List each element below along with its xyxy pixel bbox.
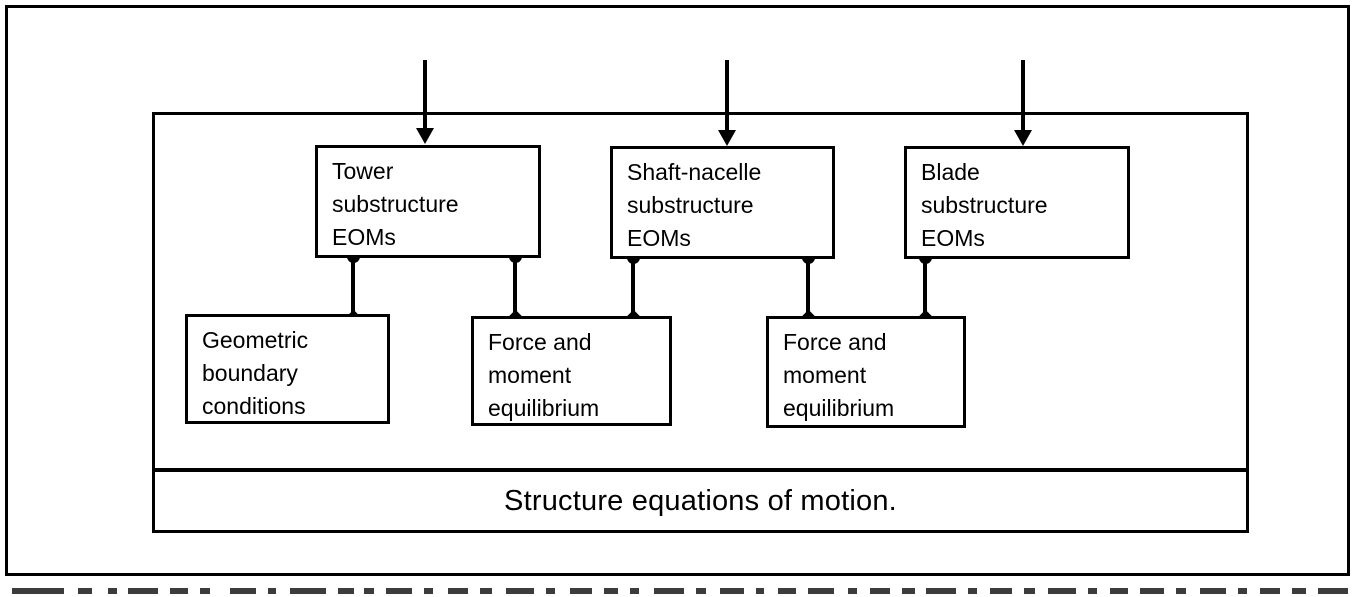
- tower-substructure-eoms-box[interactable]: Tower substructure EOMs: [315, 145, 541, 258]
- scan-artifact-strip: [0, 588, 1359, 597]
- shaft-box-line-1: Shaft-nacelle: [627, 159, 762, 185]
- geometric-box-line-2: boundary: [202, 360, 298, 386]
- tower-box-line-2: substructure: [332, 191, 459, 217]
- blade-box-line-1: Blade: [921, 159, 980, 185]
- structure-module-panel: [152, 112, 1249, 533]
- tower-box-line-3: EOMs: [332, 224, 396, 250]
- geometric-boundary-conditions-box[interactable]: Geometric boundary conditions: [185, 314, 390, 424]
- tower-box-line-1: Tower: [332, 158, 394, 184]
- blade-box-line-2: substructure: [921, 192, 1048, 218]
- shaft-nacelle-substructure-eoms-box[interactable]: Shaft-nacelle substructure EOMs: [610, 146, 835, 259]
- force-and-moment-equilibrium-box-1[interactable]: Force and moment equilibrium: [471, 316, 672, 426]
- force-moment-2-line-3: equilibrium: [783, 395, 895, 421]
- force-moment-2-line-1: Force and: [783, 329, 887, 355]
- blade-substructure-eoms-box[interactable]: Blade substructure EOMs: [904, 146, 1130, 259]
- force-moment-1-line-2: moment: [488, 362, 572, 388]
- geometric-box-line-1: Geometric: [202, 327, 309, 353]
- caption-band: Structure equations of motion.: [155, 472, 1246, 530]
- force-moment-1-line-3: equilibrium: [488, 395, 600, 421]
- force-moment-1-line-1: Force and: [488, 329, 592, 355]
- shaft-box-line-2: substructure: [627, 192, 754, 218]
- force-moment-2-line-2: moment: [783, 362, 867, 388]
- blade-box-line-3: EOMs: [921, 225, 985, 251]
- panel-divider: [152, 468, 1249, 472]
- force-and-moment-equilibrium-box-2[interactable]: Force and moment equilibrium: [766, 316, 966, 428]
- page-border: [5, 5, 1350, 576]
- diagram-caption: Structure equations of motion.: [504, 484, 897, 517]
- shaft-box-line-3: EOMs: [627, 225, 691, 251]
- geometric-box-line-3: conditions: [202, 393, 306, 419]
